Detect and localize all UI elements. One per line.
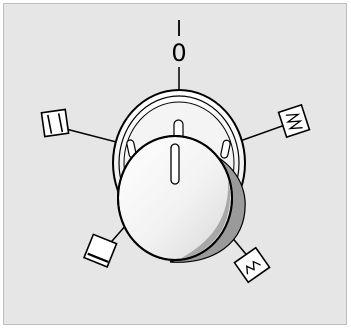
small-zigzag-symbol-icon: [233, 246, 271, 284]
knob-pointer: [170, 143, 180, 185]
bottom-bar-symbol-icon: [82, 233, 118, 268]
two-vertical-bars-symbol-icon: [40, 108, 70, 138]
off-position-label: 0: [171, 39, 186, 67]
position-top-marker: 0: [171, 20, 187, 67]
knob-face: [117, 135, 233, 261]
bezel-grooves: [126, 119, 231, 159]
groove-right: [220, 139, 231, 159]
knob-face-shading: [178, 178, 230, 260]
zigzag-heater-symbol-icon: [277, 103, 311, 139]
